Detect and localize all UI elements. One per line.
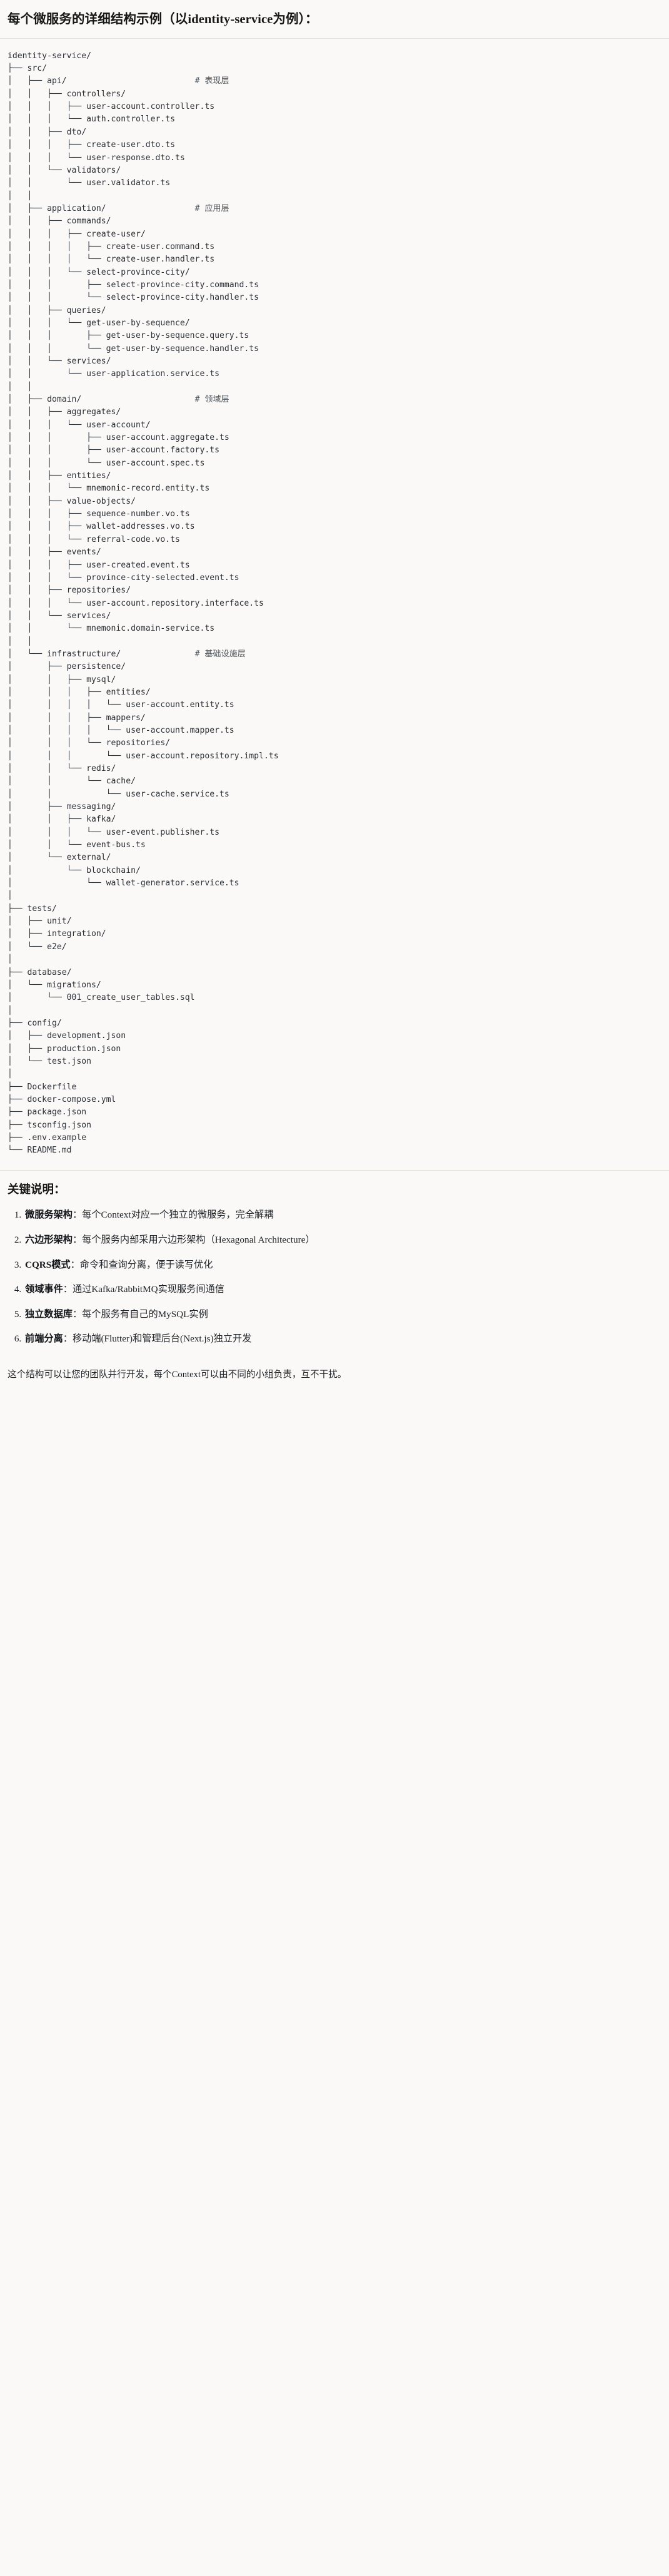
key-point-description: ：命令和查询分离，便于读写优化 [70,1259,213,1270]
key-point-description: ：通过Kafka/RabbitMQ实现服务间通信 [63,1284,224,1295]
divider-top [0,38,669,39]
key-point-term: 微服务架构 [25,1209,73,1221]
key-point-item: 前端分离：移动端(Flutter)和管理后台(Next.js)独立开发 [24,1331,661,1347]
tree-comment: # 领域层 [194,395,229,405]
directory-tree: identity-service/ ├── src/ │ ├── api/ # … [8,51,279,1156]
key-point-description: ：移动端(Flutter)和管理后台(Next.js)独立开发 [63,1333,252,1345]
page-title: 每个微服务的详细结构示例（以identity-service为例）： [8,13,318,26]
divider-bottom [0,1169,669,1171]
key-point-term: 独立数据库 [25,1308,73,1320]
key-point-item: 六边形架构：每个服务内部采用六边形架构（Hexagonal Architectu… [24,1233,661,1248]
key-point-item: 独立数据库：每个服务有自己的MySQL实例 [24,1307,661,1322]
directory-tree-block: identity-service/ ├── src/ │ ├── api/ # … [0,38,669,1170]
document-page: 每个微服务的详细结构示例（以identity-service为例）： ident… [0,0,669,1396]
key-point-item: CQRS模式：命令和查询分离，便于读写优化 [24,1258,661,1273]
key-point-term: 六边形架构 [25,1234,73,1245]
key-point-description: ：每个Context对应一个独立的微服务，完全解耦 [72,1209,274,1221]
key-point-item: 领域事件：通过Kafka/RabbitMQ实现服务间通信 [24,1282,661,1297]
tree-comment: # 应用层 [194,203,229,213]
tree-comment: # 表现层 [194,76,229,86]
key-points-title: 关键说明： [8,1183,66,1196]
tree-comment: # 基础设施层 [194,649,246,659]
key-point-description: ：每个服务有自己的MySQL实例 [72,1308,208,1320]
key-point-item: 微服务架构：每个Context对应一个独立的微服务，完全解耦 [24,1208,661,1223]
key-point-term: 领域事件 [25,1284,63,1295]
key-point-term: 前端分离 [25,1333,63,1345]
key-points-section: 关键说明： 微服务架构：每个Context对应一个独立的微服务，完全解耦六边形架… [0,1171,669,1357]
closing-paragraph: 这个结构可以让您的团队并行开发，每个Context可以由不同的小组负责，互不干扰… [8,1369,347,1380]
key-points-list: 微服务架构：每个Context对应一个独立的微服务，完全解耦六边形架构：每个服务… [8,1208,661,1346]
key-point-term: CQRS模式 [25,1259,71,1270]
key-point-description: ：每个服务内部采用六边形架构（Hexagonal Architecture） [72,1234,315,1245]
